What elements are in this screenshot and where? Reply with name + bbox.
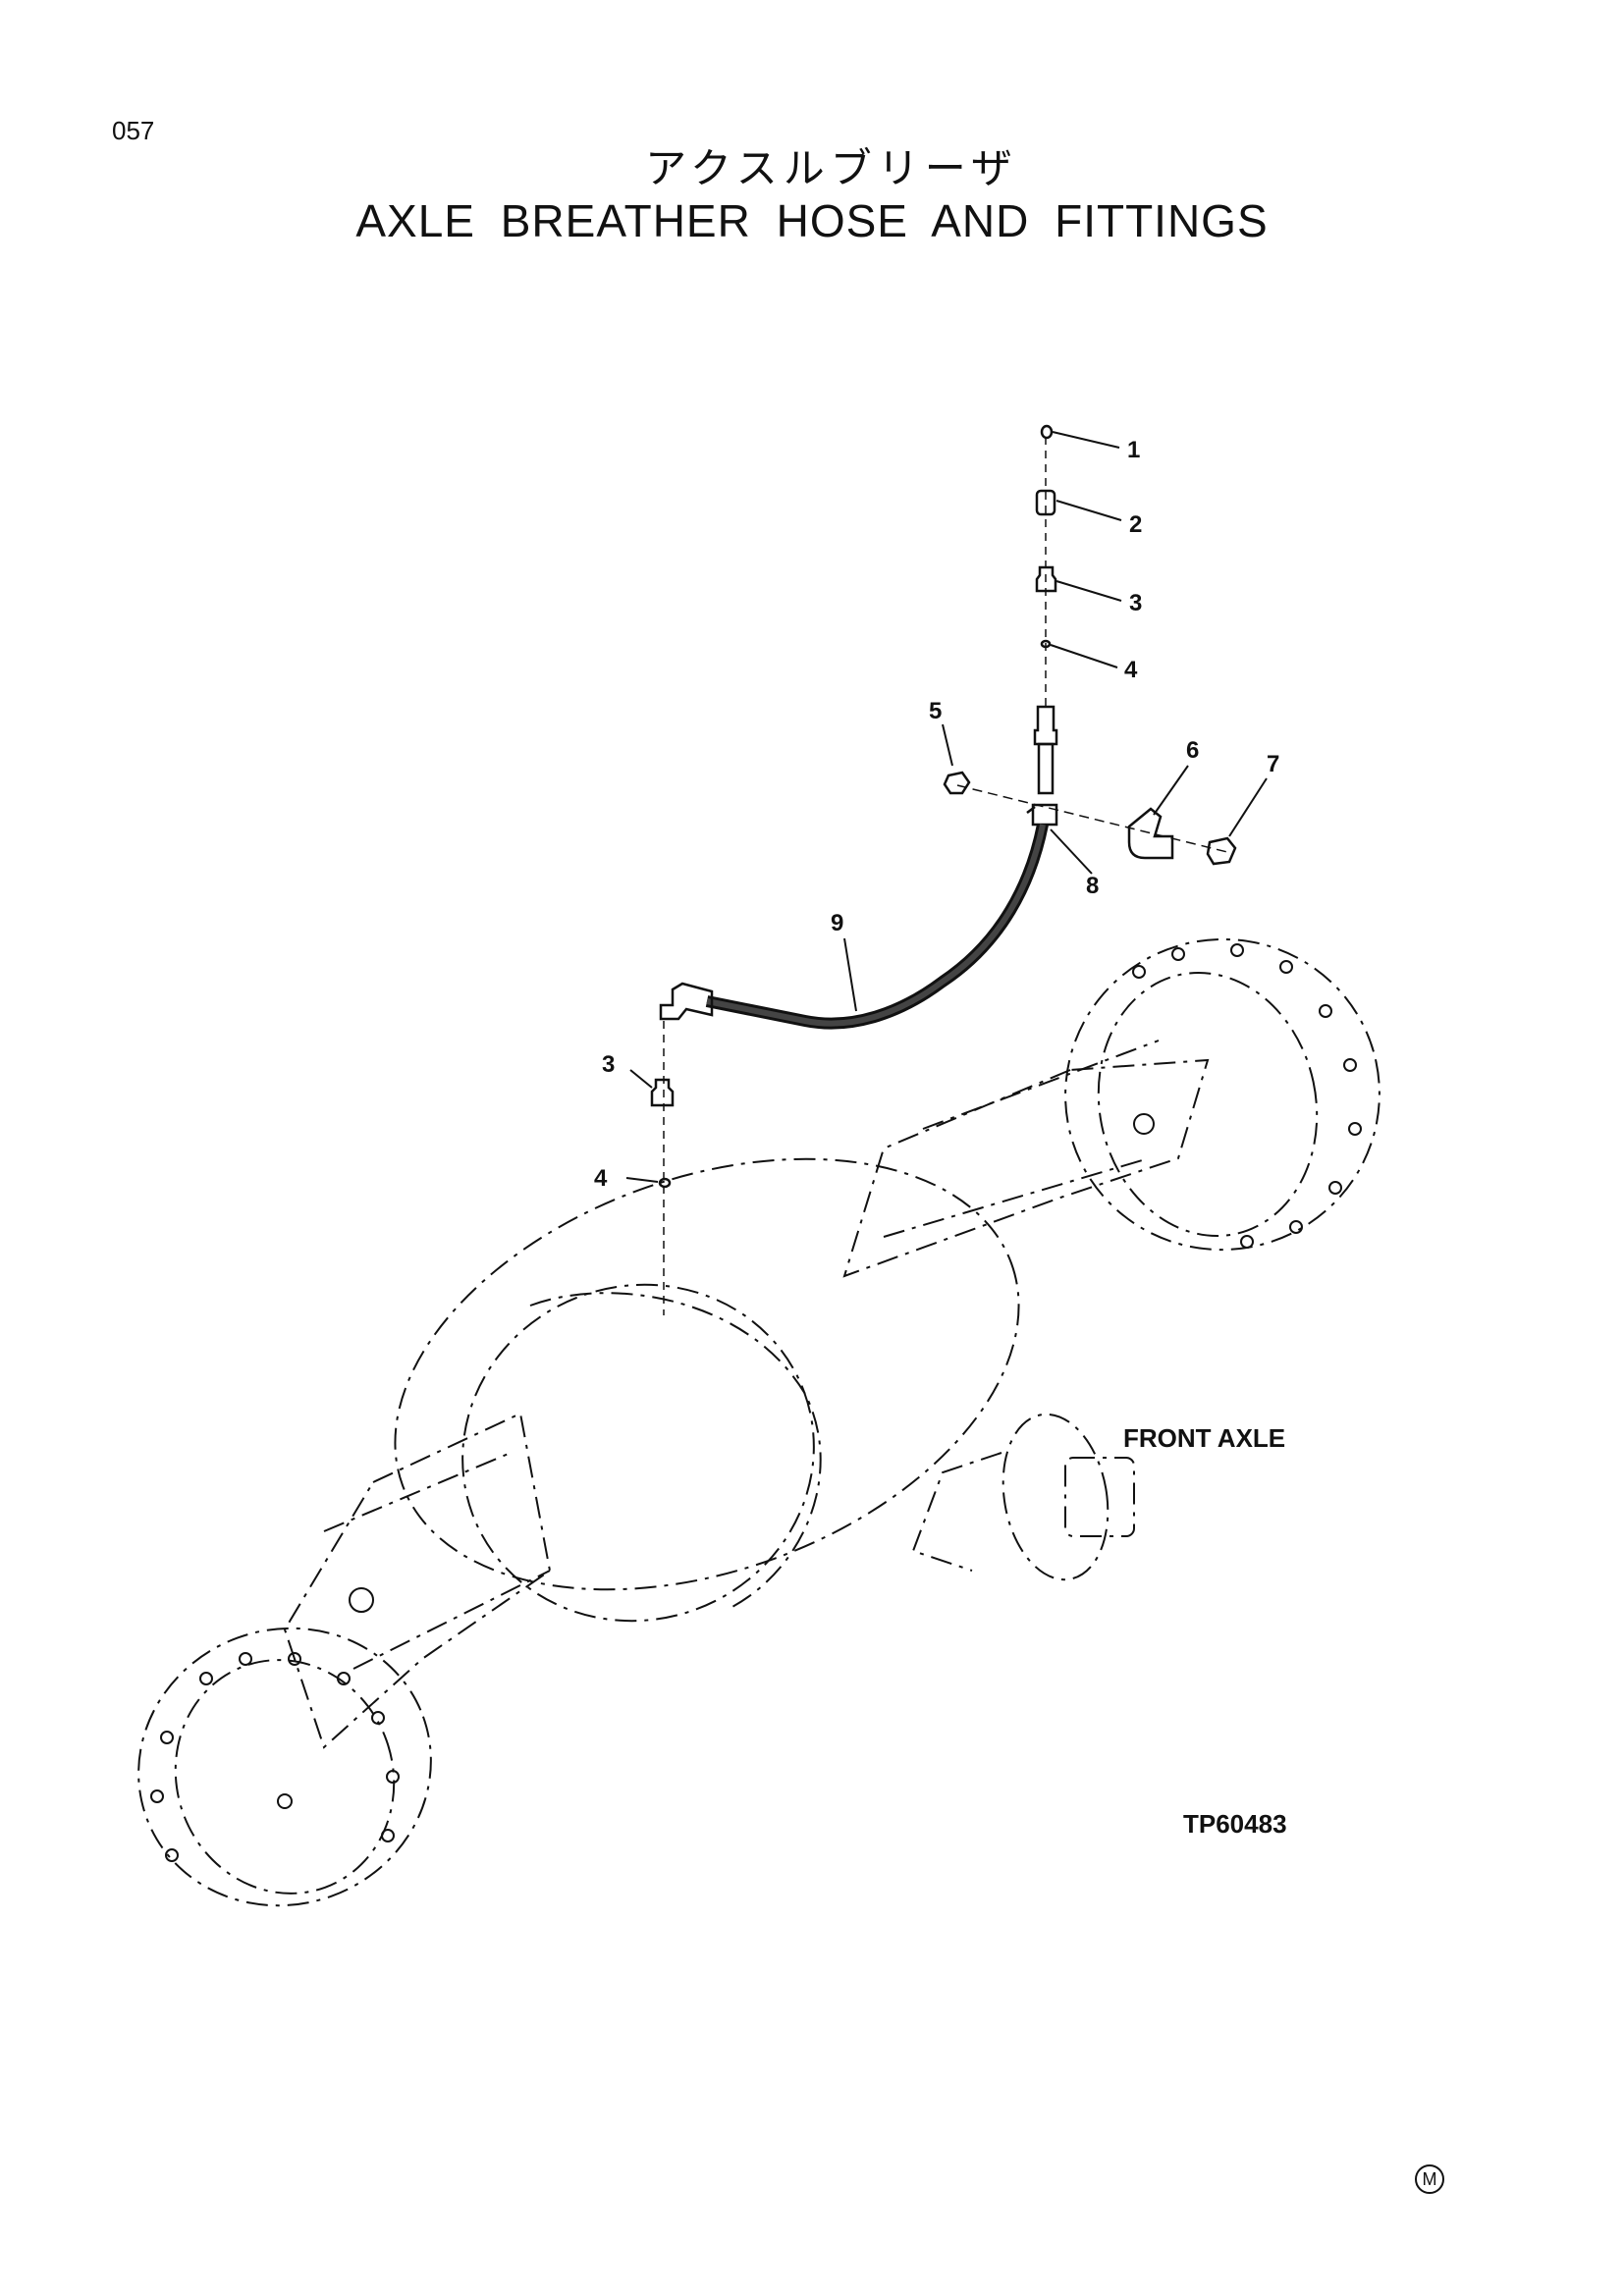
callout-6: 6 bbox=[1186, 737, 1199, 764]
callout-8: 8 bbox=[1086, 873, 1099, 899]
part-6-bracket bbox=[1127, 807, 1174, 860]
part-1-cap bbox=[1040, 424, 1054, 440]
part-3-fitting-lower bbox=[650, 1078, 675, 1107]
fitting-stack-upper bbox=[1033, 424, 1058, 795]
fitting-stack-lower bbox=[650, 1021, 675, 1315]
front-axle-label: FRONT AXLE bbox=[1123, 1423, 1286, 1453]
part-7-bolt bbox=[1206, 836, 1237, 866]
part-4-oring-lower bbox=[658, 1177, 672, 1189]
part-3-fitting bbox=[1035, 565, 1057, 593]
callout-3-lower: 3 bbox=[602, 1051, 615, 1078]
flange-bolt-holes bbox=[150, 943, 1362, 1862]
clamp-group bbox=[943, 771, 1237, 866]
manual-mark: M bbox=[1415, 2164, 1444, 2194]
callout-1: 1 bbox=[1127, 437, 1140, 463]
callout-2: 2 bbox=[1129, 511, 1142, 538]
page-number: 057 bbox=[112, 116, 155, 145]
page-title: AXLE BREATHER HOSE AND FITTINGS bbox=[355, 195, 1269, 246]
title-japanese: アクスルブリーザ bbox=[645, 144, 1018, 192]
hose-end-fitting-upper bbox=[1033, 705, 1058, 746]
callout-5: 5 bbox=[929, 698, 942, 724]
part-2-sleeve bbox=[1035, 489, 1056, 516]
front-axle-assembly bbox=[137, 937, 1380, 1907]
callout-9: 9 bbox=[831, 910, 843, 936]
part-4-oring bbox=[1040, 639, 1052, 649]
callout-7: 7 bbox=[1267, 751, 1279, 777]
callout-3: 3 bbox=[1129, 590, 1142, 616]
leader-lines bbox=[625, 431, 1268, 1183]
hose-elbow-fitting bbox=[659, 982, 714, 1021]
part-8-clamp bbox=[1026, 803, 1058, 827]
part-5-nut bbox=[943, 771, 971, 795]
drawing-id: TP60483 bbox=[1183, 1809, 1287, 1839]
breather-hose bbox=[659, 823, 1049, 1030]
callout-4: 4 bbox=[1124, 657, 1138, 683]
callout-4-lower: 4 bbox=[594, 1165, 608, 1192]
